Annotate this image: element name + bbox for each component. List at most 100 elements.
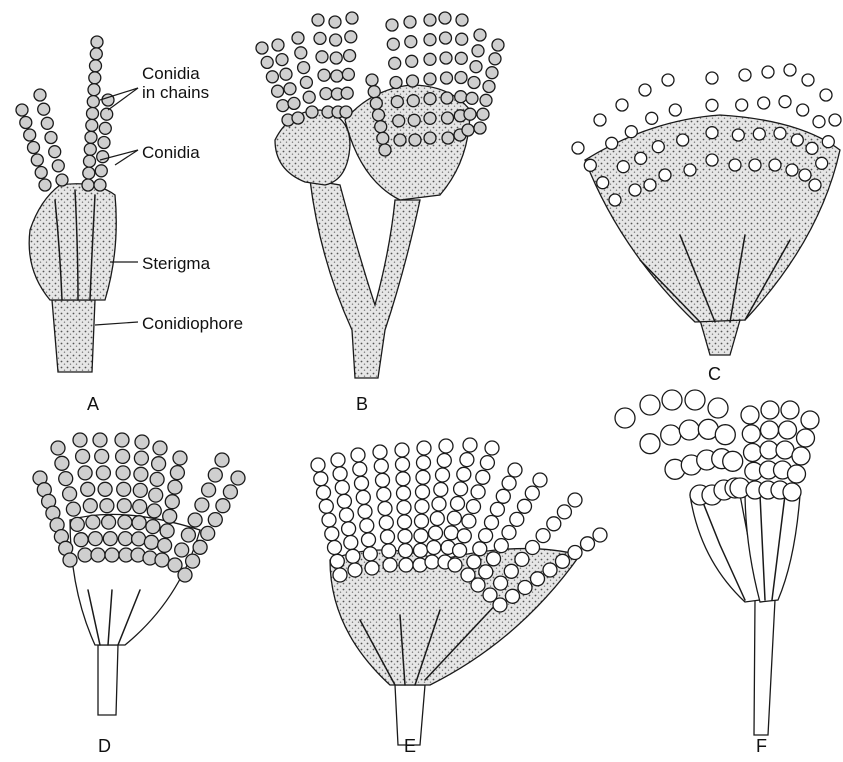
conidium — [470, 61, 482, 73]
conidium — [533, 473, 547, 487]
conidium — [105, 548, 119, 562]
conidium — [379, 516, 393, 530]
conidium — [84, 143, 96, 155]
conidium — [510, 512, 524, 526]
conidium — [760, 441, 778, 459]
conidium — [201, 526, 215, 540]
conidium — [168, 480, 182, 494]
conidium — [792, 447, 810, 465]
conidium — [70, 517, 84, 531]
conidium — [366, 74, 378, 86]
conidium — [813, 116, 825, 128]
conidium — [39, 179, 51, 191]
conidium — [779, 96, 791, 108]
conidium — [379, 144, 391, 156]
conidium — [762, 66, 774, 78]
conidium — [732, 129, 744, 141]
conidium — [479, 529, 493, 543]
conidium — [791, 134, 803, 146]
conidium — [261, 56, 273, 68]
conidium — [829, 114, 841, 126]
conidium — [344, 50, 356, 62]
conidium — [81, 482, 95, 496]
conidium — [322, 513, 336, 527]
conidium — [430, 512, 444, 526]
conidium — [345, 31, 357, 43]
conidium — [639, 84, 651, 96]
conidium — [118, 532, 132, 546]
conidium — [669, 104, 681, 116]
conidium — [16, 104, 28, 116]
conidium — [102, 515, 116, 529]
conidium — [487, 552, 501, 566]
conidium — [368, 86, 380, 98]
conidium — [493, 598, 507, 612]
conidium — [518, 499, 532, 513]
conidium — [63, 553, 77, 567]
conidium — [35, 167, 47, 179]
conidium — [448, 558, 462, 572]
conidium — [223, 485, 237, 499]
conidium — [597, 177, 609, 189]
conidium — [96, 466, 110, 480]
conidium — [377, 132, 389, 144]
conidium — [467, 500, 481, 514]
conidium — [98, 137, 110, 149]
conidium — [457, 529, 471, 543]
conidium — [406, 55, 418, 67]
conidium — [272, 39, 284, 51]
conidium — [374, 459, 388, 473]
conidium — [471, 578, 485, 592]
conidium — [518, 581, 532, 595]
conidium — [341, 87, 353, 99]
conidium — [377, 487, 391, 501]
conidium — [272, 85, 284, 97]
conidium — [494, 539, 508, 553]
conidium — [729, 159, 741, 171]
conidium — [425, 555, 439, 569]
conidium — [424, 112, 436, 124]
conidium — [115, 433, 129, 447]
conidium — [471, 485, 485, 499]
conidium — [288, 97, 300, 109]
conidium — [404, 16, 416, 28]
conidium — [173, 451, 187, 465]
conidium — [90, 48, 102, 60]
conidium — [91, 548, 105, 562]
conidium — [761, 401, 779, 419]
conidium — [333, 467, 347, 481]
conidium — [464, 108, 476, 120]
conidium — [333, 568, 347, 582]
conidium — [28, 142, 40, 154]
conidium — [568, 546, 582, 560]
conidium — [677, 134, 689, 146]
conidium — [153, 441, 167, 455]
conidium — [337, 494, 351, 508]
conidium — [132, 532, 146, 546]
conidium — [360, 519, 374, 533]
conidium — [786, 164, 798, 176]
conidium — [82, 179, 94, 191]
conidium — [753, 128, 765, 140]
conidium — [266, 71, 278, 83]
conidium — [480, 456, 494, 470]
conidium — [644, 179, 656, 191]
panel-label-a: A — [87, 394, 99, 415]
conidium — [779, 421, 797, 439]
conidium — [325, 527, 339, 541]
conidium — [355, 476, 369, 490]
conidium — [468, 77, 480, 89]
conidium — [101, 108, 113, 120]
conidium — [86, 119, 98, 131]
conidium — [94, 179, 106, 191]
conidium — [640, 395, 660, 415]
panel-label-f: F — [756, 736, 767, 757]
conidium — [295, 47, 307, 59]
conidium — [356, 490, 370, 504]
panel-e-drawing — [311, 438, 607, 745]
conidium — [706, 72, 718, 84]
conidium — [462, 124, 474, 136]
conidium — [454, 482, 468, 496]
conidium — [584, 159, 596, 171]
conidium — [396, 457, 410, 471]
